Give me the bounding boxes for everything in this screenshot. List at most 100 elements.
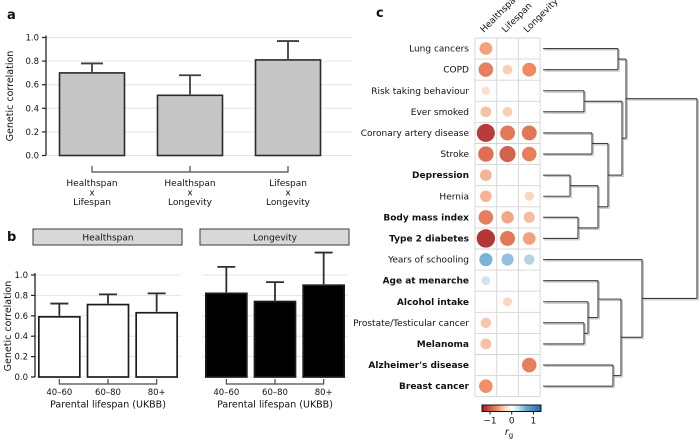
correlation-dot <box>502 64 513 75</box>
row-label: Melanoma <box>417 340 469 350</box>
x-category-label: 40–60 <box>46 388 72 398</box>
correlation-dot <box>524 191 534 201</box>
row-label: COPD <box>443 66 469 76</box>
correlation-dot <box>524 254 535 265</box>
row-label: Years of schooling <box>387 256 469 266</box>
x-category-label: 40–60 <box>213 388 239 398</box>
x-category-label: 80+ <box>148 388 166 398</box>
correlation-dot <box>501 253 514 266</box>
bar-group <box>156 74 224 157</box>
y-tick-label: 1.0 <box>14 271 28 281</box>
x-category-label: 60–80 <box>95 388 121 398</box>
correlation-dot <box>502 106 513 117</box>
x-axis-bracket <box>58 379 158 385</box>
row-label: Body mass index <box>383 213 469 223</box>
bar <box>58 72 126 157</box>
row-label: Age at menarche <box>383 277 469 287</box>
bar <box>253 300 297 378</box>
row-label: Hernia <box>439 192 469 202</box>
facet-longevity: Longevity 40–60 60–80 80+ Parental lifespan … <box>199 228 350 411</box>
row-label: Type 2 diabetes <box>389 234 469 244</box>
correlation-dot <box>478 62 494 77</box>
correlation-dot <box>481 86 491 95</box>
y-tick-label: 0.0 <box>14 373 28 383</box>
row-label: Prostate/Testicular cancer <box>353 319 469 329</box>
bar <box>156 94 224 157</box>
panel-b-chart: Genetic correlation Healthspan 0.0 0.2 0.4 0.… <box>3 228 350 411</box>
y-tick-label: 0.2 <box>14 353 28 363</box>
y-axis-title: Genetic correlation <box>5 51 16 142</box>
facet-title: Longevity <box>253 234 298 244</box>
bar <box>86 303 130 378</box>
row-label: Ever smoked <box>411 108 469 118</box>
row-label: Alzheimer's disease <box>368 361 469 371</box>
facet-title: Healthspan <box>82 234 133 244</box>
correlation-dot <box>523 211 535 223</box>
y-tick-label: 1.0 <box>25 34 39 44</box>
y-axis-title: Genetic correlation <box>3 281 14 372</box>
x-axis-bracket <box>225 379 325 385</box>
correlation-dot <box>501 211 514 224</box>
panel-b-label: b <box>7 230 17 245</box>
colorbar: −1 0 1 rg <box>481 404 542 440</box>
y-tick-label: 0.8 <box>25 57 39 67</box>
row-label: Depression <box>412 171 469 181</box>
correlation-dot <box>521 357 537 373</box>
y-tick-label: 0.4 <box>14 332 28 342</box>
x-category-label: 60–80 <box>262 388 288 398</box>
row-label: Coronary artery disease <box>361 129 470 139</box>
row-label: Lung cancers <box>409 45 469 55</box>
correlation-dot <box>480 190 492 203</box>
correlation-dot <box>502 297 513 307</box>
panel-c-label: c <box>376 6 384 21</box>
facet-strip <box>199 228 350 246</box>
bar-group <box>58 62 126 157</box>
x-axis-title: Parental lifespan (UKBB) <box>217 400 333 411</box>
correlation-dot <box>479 42 493 55</box>
bar <box>254 59 322 157</box>
correlation-dot <box>480 106 492 118</box>
colorbar-tick-label: 1 <box>531 417 537 427</box>
correlation-dot <box>480 338 492 350</box>
y-tick-label: 0.4 <box>25 104 39 114</box>
y-tick-label: 0.2 <box>25 128 39 138</box>
panel-a-label: a <box>7 8 16 23</box>
correlation-dot <box>500 230 516 246</box>
colorbar-gradient <box>481 404 542 412</box>
correlation-dot <box>479 379 493 393</box>
y-tick-label: 0.6 <box>14 312 28 322</box>
row-label: Stroke <box>440 150 469 160</box>
correlation-dot <box>479 252 493 267</box>
bar <box>135 311 179 378</box>
colorbar-title: rg <box>505 427 513 440</box>
row-label: Breast cancer <box>399 382 470 392</box>
y-tick-label: 0.0 <box>25 152 39 162</box>
correlation-dot <box>480 317 492 329</box>
row-label: Risk taking behaviour <box>371 87 469 97</box>
correlation-dot <box>481 276 491 286</box>
colorbar-tick-label: −1 <box>483 417 496 427</box>
bar-group <box>254 40 322 157</box>
correlation-dot <box>476 229 496 248</box>
x-category-label: 80+ <box>315 388 333 398</box>
x-axis-title: Parental lifespan (UKBB) <box>50 400 166 411</box>
correlation-dot <box>521 146 537 162</box>
x-axis-bracket <box>91 166 289 173</box>
colorbar-tick-label: 0 <box>509 417 515 427</box>
correlation-dot <box>499 145 516 163</box>
bar <box>302 284 346 378</box>
bar <box>204 292 248 378</box>
correlation-dot <box>480 169 492 181</box>
correlation-dot <box>478 210 494 225</box>
dendrogram <box>543 47 699 389</box>
correlation-dot <box>500 125 516 141</box>
correlation-dot <box>522 232 536 245</box>
row-label: Alcohol intake <box>397 298 469 308</box>
correlation-dot <box>478 146 494 162</box>
